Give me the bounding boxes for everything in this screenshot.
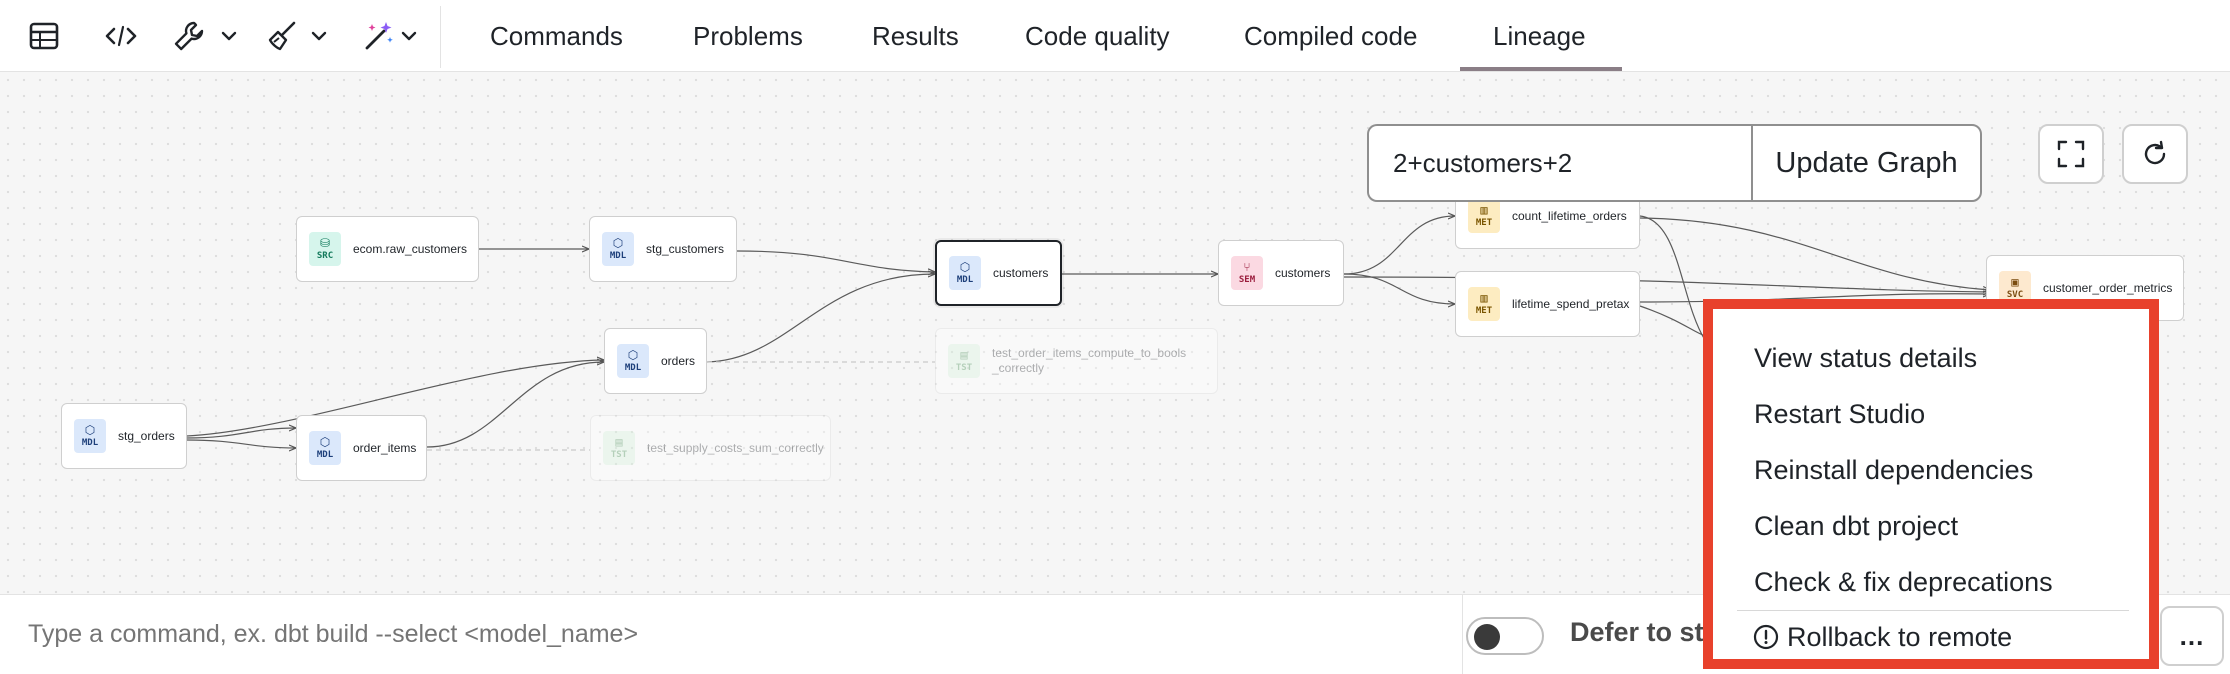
edge xyxy=(1639,305,1706,337)
refresh-graph-button[interactable] xyxy=(2122,124,2188,184)
code-icon[interactable] xyxy=(104,14,138,58)
branch-icon: ⑂ xyxy=(1243,260,1251,274)
broom-icon[interactable] xyxy=(266,14,298,58)
edge xyxy=(426,362,604,448)
more-options-button[interactable]: ... xyxy=(2160,606,2224,666)
toolbar-divider xyxy=(440,6,441,68)
lineage-node-stg-orders[interactable]: ⬡MDL stg_orders xyxy=(61,403,187,469)
node-label: stg_orders xyxy=(118,428,175,443)
defer-label: Defer to sta xyxy=(1570,617,1719,647)
model-badge: ⬡MDL xyxy=(949,256,981,290)
magic-wand-icon[interactable] xyxy=(362,14,396,58)
cube-icon: ⬡ xyxy=(319,435,331,449)
node-label: test_order_items_compute_to_bools _corre… xyxy=(992,346,1187,375)
tab-results[interactable]: Results xyxy=(872,21,959,51)
command-input[interactable] xyxy=(0,595,1460,674)
graph-selector-input[interactable] xyxy=(1367,124,1751,202)
node-label: customer_order_metrics xyxy=(2043,280,2173,295)
clipboard-icon: ▤ xyxy=(960,348,968,362)
lineage-node-customers-semantic[interactable]: ⑂SEM customers xyxy=(1218,240,1344,306)
lineage-node-orders[interactable]: ⬡MDL orders xyxy=(604,328,707,394)
lineage-node-customers-model[interactable]: ⬡MDL customers xyxy=(935,240,1062,306)
chevron-down-icon[interactable] xyxy=(310,14,328,58)
edge xyxy=(1343,216,1455,275)
lineage-node-test-order-items[interactable]: ▤TST test_order_items_compute_to_bools _… xyxy=(935,328,1218,394)
node-label: customers xyxy=(993,265,1049,280)
refresh-icon xyxy=(2144,140,2166,165)
edge xyxy=(1639,215,1706,341)
lineage-node-test-supply-costs[interactable]: ▤TST test_supply_costs_sum_correctly xyxy=(590,415,831,481)
edge xyxy=(186,439,296,448)
edge xyxy=(1639,294,1990,303)
menu-item-rollback-to-remote[interactable]: Rollback to remote xyxy=(1713,612,2149,662)
node-label: customers xyxy=(1275,265,1331,280)
node-label: ecom.raw_customers xyxy=(353,241,468,256)
clipboard-icon: ▤ xyxy=(615,435,623,449)
table-icon[interactable] xyxy=(28,14,60,58)
node-label: order_items xyxy=(353,440,417,455)
tab-lineage[interactable]: Lineage xyxy=(1493,21,1586,51)
menu-item-view-status-details[interactable]: View status details xyxy=(1754,343,1978,373)
model-badge: ⬡MDL xyxy=(309,431,341,465)
model-badge: ⬡MDL xyxy=(74,419,106,453)
database-icon: ⛁ xyxy=(319,236,331,250)
model-badge: ⬡MDL xyxy=(617,344,649,378)
lineage-edges xyxy=(186,72,2230,594)
tab-code-quality[interactable]: Code quality xyxy=(1025,21,1170,51)
fullscreen-button[interactable] xyxy=(2038,124,2104,184)
menu-item-restart-studio[interactable]: Restart Studio xyxy=(1754,399,1926,429)
test-badge: ▤TST xyxy=(603,431,635,465)
cube-icon: ⬡ xyxy=(627,348,639,362)
command-bar-divider xyxy=(1462,595,1463,674)
edge xyxy=(736,250,935,272)
node-label: lifetime_spend_pretax xyxy=(1512,296,1630,311)
node-label: stg_customers xyxy=(646,241,725,256)
bar-chart-icon: ▥ xyxy=(1480,203,1488,217)
defer-toggle[interactable] xyxy=(1466,617,1544,655)
edge xyxy=(1343,273,1455,304)
ellipsis-icon: ... xyxy=(2179,620,2205,651)
node-label: test_supply_costs_sum_correctly xyxy=(647,440,824,455)
lineage-node-order-items[interactable]: ⬡MDL order_items xyxy=(296,415,427,481)
menu-item-label: Rollback to remote xyxy=(1787,622,2013,652)
edge xyxy=(1639,217,1990,290)
test-badge: ▤TST xyxy=(948,344,980,378)
expand-icon xyxy=(2057,140,2085,168)
active-tab-indicator xyxy=(1460,67,1622,71)
edge xyxy=(706,274,935,363)
metric-badge: ▥MET xyxy=(1468,199,1500,233)
semantic-badge: ⑂SEM xyxy=(1231,256,1263,290)
bar-chart-icon: ▥ xyxy=(1480,291,1488,305)
node-label: count_lifetime_orders xyxy=(1512,208,1627,223)
edge xyxy=(1343,276,1990,292)
menu-item-check-fix-deprecations[interactable]: Check & fix deprecations xyxy=(1754,567,2053,597)
metric-badge: ▥MET xyxy=(1468,287,1500,321)
studio-actions-menu: View status details Restart Studio Reins… xyxy=(1703,299,2159,669)
save-icon: ▣ xyxy=(2011,275,2019,289)
node-label: orders xyxy=(661,353,696,368)
edge xyxy=(186,360,604,437)
toggle-knob xyxy=(1474,624,1500,650)
alert-circle-icon xyxy=(1753,624,1779,650)
cube-icon: ⬡ xyxy=(612,236,624,250)
menu-item-reinstall-dependencies[interactable]: Reinstall dependencies xyxy=(1754,455,2034,485)
menu-item-clean-dbt-project[interactable]: Clean dbt project xyxy=(1754,511,1959,541)
chevron-down-icon[interactable] xyxy=(400,14,418,58)
lineage-node-stg-customers[interactable]: ⬡MDL stg_customers xyxy=(589,216,737,282)
bottom-panel-toolbar: Commands Problems Results Code quality C… xyxy=(0,0,2230,72)
model-badge: ⬡MDL xyxy=(602,232,634,266)
source-badge: ⛁SRC xyxy=(309,232,341,266)
menu-separator xyxy=(1737,610,2129,611)
chevron-down-icon[interactable] xyxy=(220,14,238,58)
lineage-node-ecom-raw-customers[interactable]: ⛁SRC ecom.raw_customers xyxy=(296,216,479,282)
lineage-node-lifetime-spend-pretax[interactable]: ▥MET lifetime_spend_pretax xyxy=(1455,271,1640,337)
cube-icon: ⬡ xyxy=(84,423,96,437)
update-graph-button[interactable]: Update Graph xyxy=(1751,124,1982,202)
cube-icon: ⬡ xyxy=(959,260,971,274)
tab-compiled-code[interactable]: Compiled code xyxy=(1244,21,1418,51)
wrench-icon[interactable] xyxy=(172,14,206,58)
edge xyxy=(186,428,296,439)
tab-commands[interactable]: Commands xyxy=(490,21,623,51)
tab-problems[interactable]: Problems xyxy=(693,21,803,51)
